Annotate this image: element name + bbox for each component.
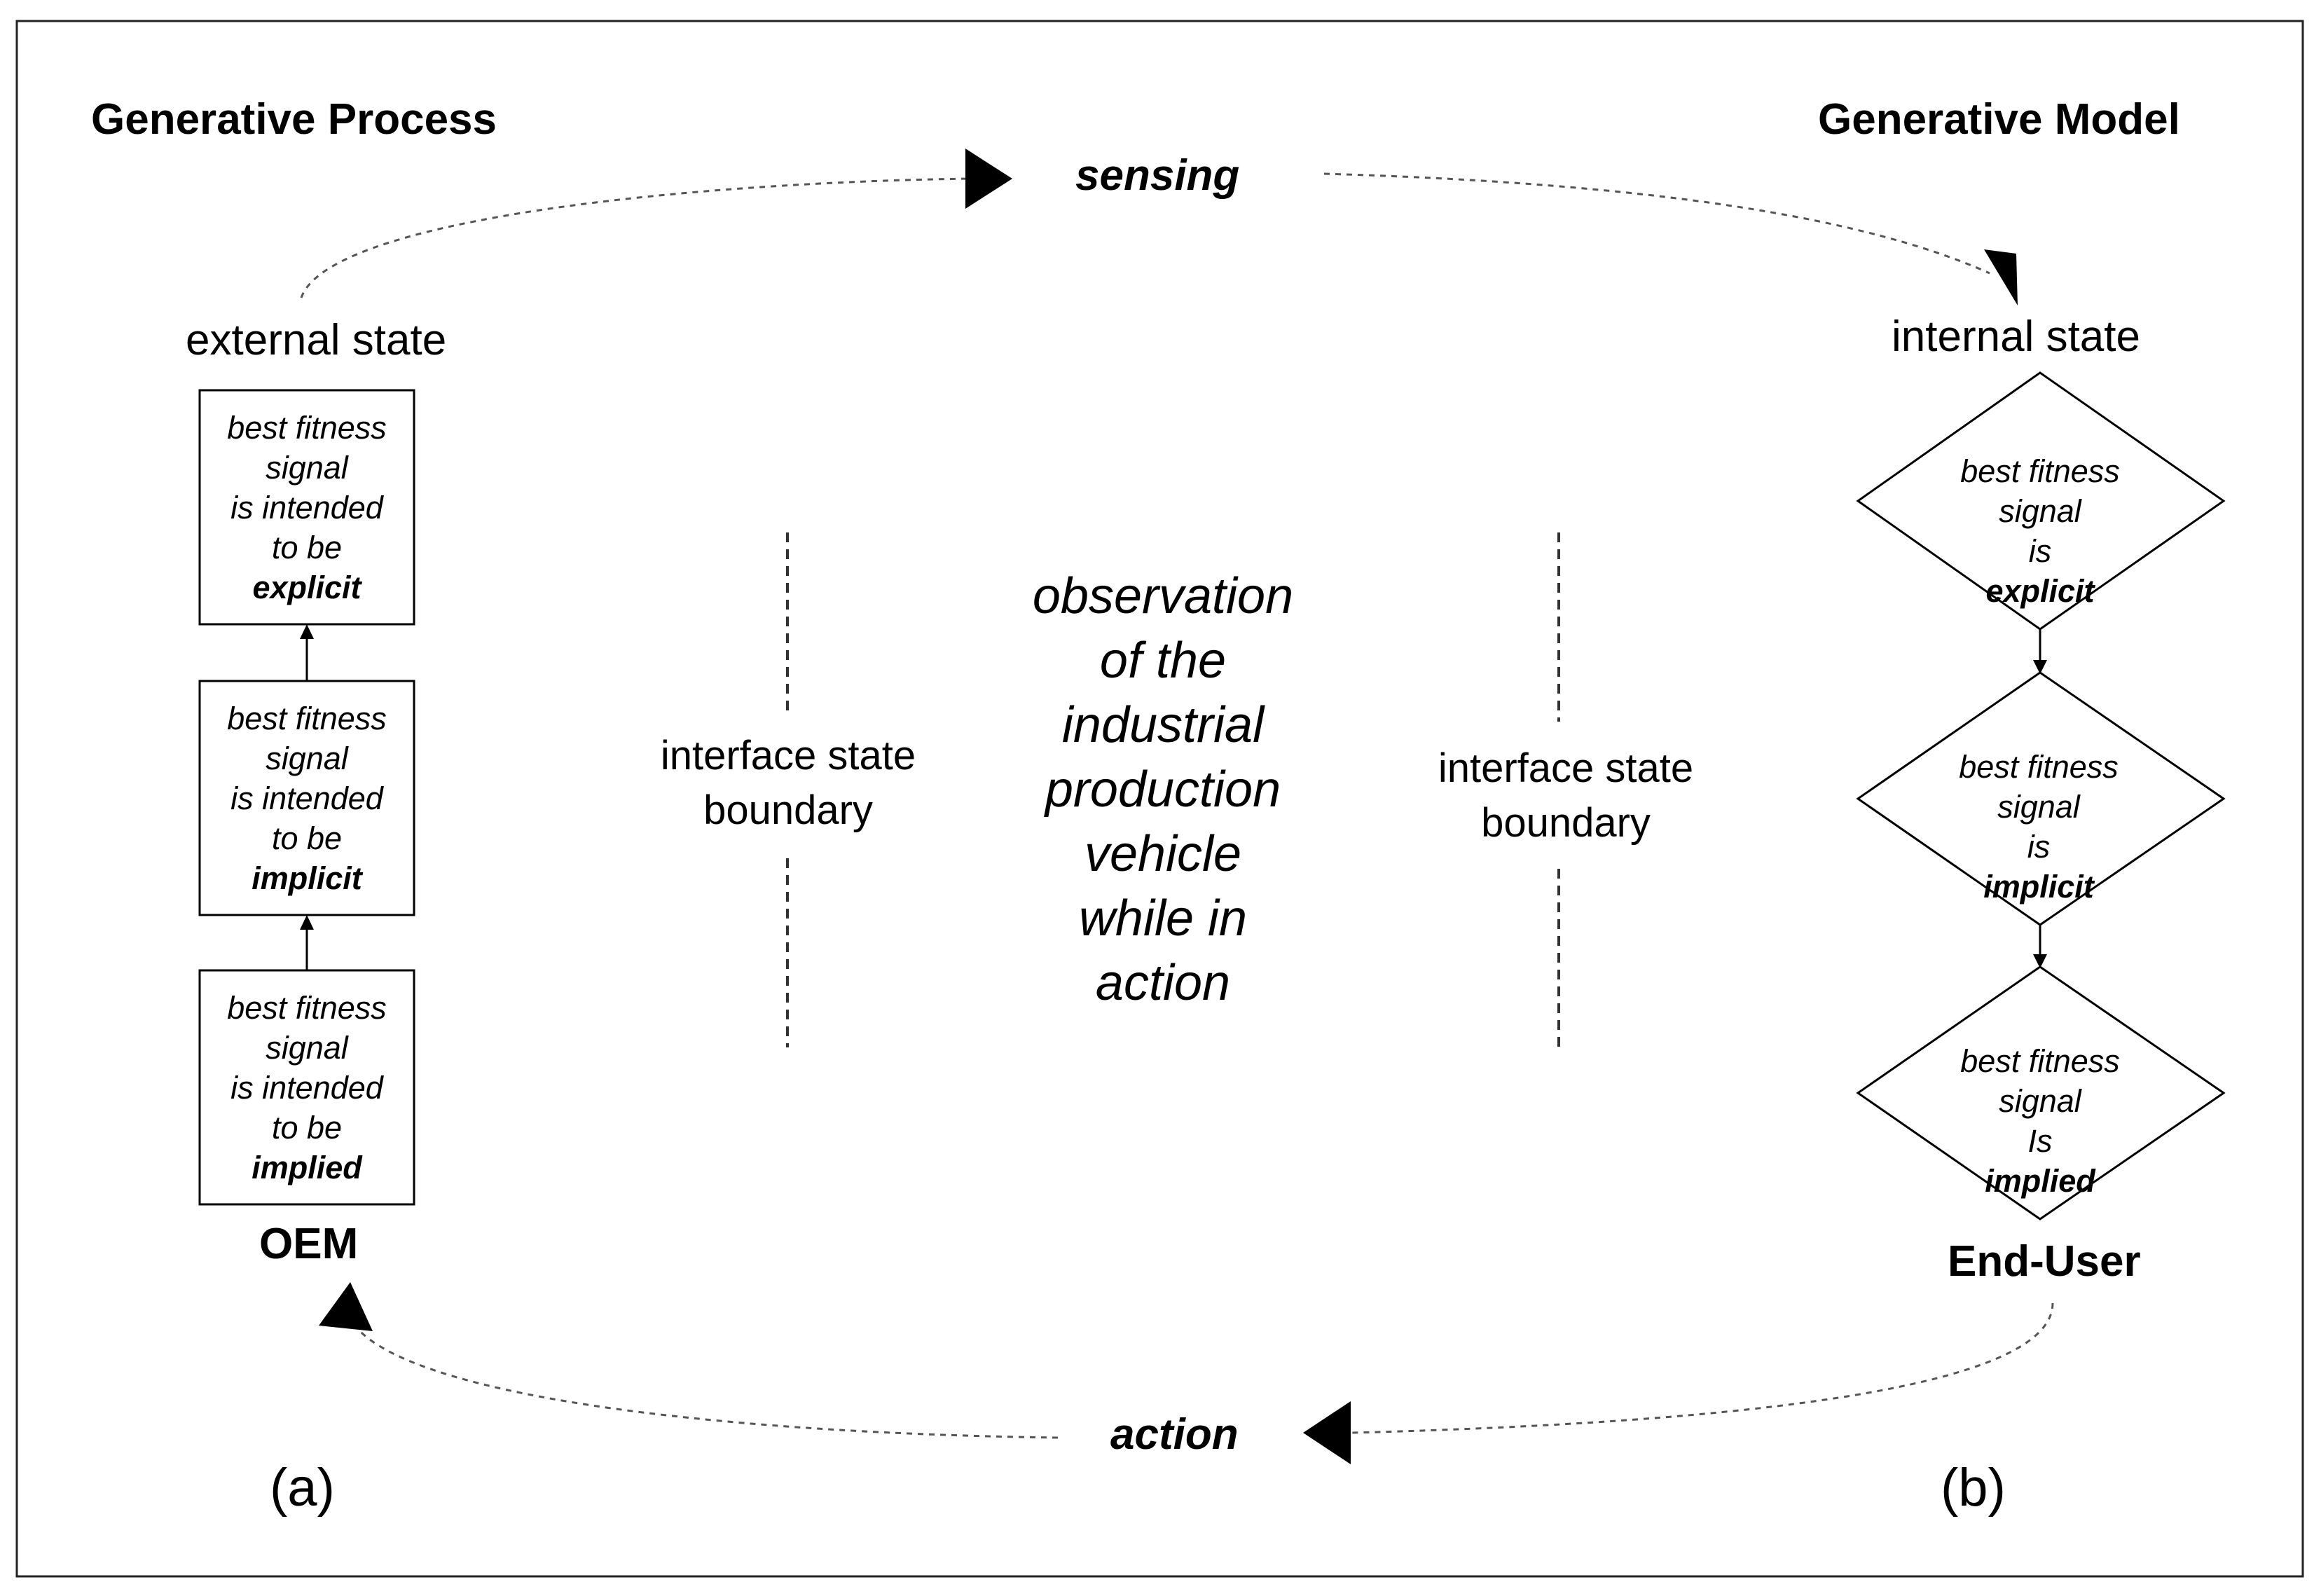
box-line: best fitness	[227, 700, 387, 736]
diamond-line: is	[2027, 829, 2051, 865]
user-diamond-explicit: best fitness signal is explicit	[1858, 426, 2222, 636]
interface-boundary-left-label: interface state boundary	[631, 729, 946, 838]
action-curve-right	[1351, 1302, 2054, 1434]
box-line: signal	[266, 740, 348, 776]
diamond-line: Is	[2027, 1123, 2053, 1159]
diamond-line: signal	[1997, 789, 2080, 825]
action-curve-left	[352, 1323, 1059, 1439]
diamond-line: best fitness	[1960, 1043, 2120, 1079]
sensing-arrowhead-right	[1984, 249, 2018, 305]
box-keyword: implicit	[252, 860, 362, 896]
center-line: while in	[1078, 890, 1248, 947]
sensing-label: sensing	[1075, 151, 1240, 200]
sensing-curve-left	[300, 177, 971, 298]
generative-model-title: Generative Model	[1818, 95, 2180, 144]
oem-arrowhead-1	[300, 624, 314, 639]
internal-state-label: internal state	[1892, 312, 2140, 361]
action-label: action	[1110, 1410, 1239, 1459]
end-user-label: End-User	[1948, 1237, 2141, 1286]
center-line: vehicle	[1084, 826, 1242, 882]
center-line: action	[1095, 955, 1231, 1011]
oem-arrowhead-2	[300, 915, 314, 930]
center-line: production	[1045, 762, 1281, 818]
diamond-keyword: implicit	[1983, 869, 2094, 904]
box-line: is intended	[230, 489, 383, 525]
oem-box-implied: best fitness signal is intended to be im…	[201, 972, 413, 1203]
panel-label-b: (b)	[1941, 1458, 2006, 1518]
diamond-line: signal	[1999, 1083, 2081, 1119]
diamond-line: best fitness	[1960, 453, 2120, 489]
sensing-arrowhead-left	[965, 149, 1012, 209]
center-line: industrial	[1061, 697, 1265, 753]
panel-label-a: (a)	[270, 1458, 335, 1518]
center-observation-text: observation of the industrial production…	[995, 564, 1331, 1015]
center-line: of the	[1099, 633, 1227, 689]
interface-line: interface state	[660, 733, 916, 778]
box-line: best fitness	[227, 409, 387, 446]
box-line: is intended	[230, 780, 383, 816]
interface-boundary-right-label: interface state boundary	[1408, 741, 1723, 851]
center-line: observation	[1032, 568, 1294, 624]
diamond-line: signal	[1999, 493, 2081, 529]
box-line: to be	[271, 529, 343, 565]
user-diamond-implicit: best fitness signal is implicit	[1857, 722, 2221, 932]
box-line: is intended	[230, 1069, 383, 1106]
box-line: to be	[271, 820, 343, 856]
box-line: signal	[266, 449, 348, 486]
outer-frame	[15, 20, 2304, 1578]
diamond-line: best fitness	[1959, 749, 2119, 785]
generative-process-title: Generative Process	[91, 95, 497, 144]
diamond-line: is	[2028, 533, 2052, 569]
box-line: best fitness	[227, 989, 387, 1026]
user-arrowhead-2	[2033, 954, 2047, 968]
action-arrowhead-left	[319, 1282, 373, 1331]
diamond-keyword: implied	[1985, 1163, 2095, 1199]
box-keyword: explicit	[252, 569, 361, 605]
oem-box-implicit: best fitness signal is intended to be im…	[201, 682, 413, 914]
oem-label: OEM	[259, 1220, 359, 1268]
action-arrowhead-right	[1303, 1401, 1351, 1464]
user-arrowhead-1	[2033, 660, 2047, 674]
external-state-label: external state	[186, 316, 447, 364]
interface-line: boundary	[1481, 800, 1651, 846]
user-diamond-implied-outline	[1856, 965, 2226, 1220]
box-line: signal	[266, 1029, 348, 1066]
interface-line: boundary	[703, 787, 873, 833]
sensing-curve-right	[1323, 172, 1990, 275]
box-line: to be	[271, 1109, 343, 1146]
diamond-keyword: explicit	[1985, 573, 2095, 609]
oem-box-explicit: best fitness signal is intended to be ex…	[201, 392, 413, 623]
user-diamond-implied: best fitness signal Is implied	[1858, 1016, 2222, 1226]
box-keyword: implied	[252, 1149, 362, 1185]
interface-line: interface state	[1438, 745, 1694, 791]
